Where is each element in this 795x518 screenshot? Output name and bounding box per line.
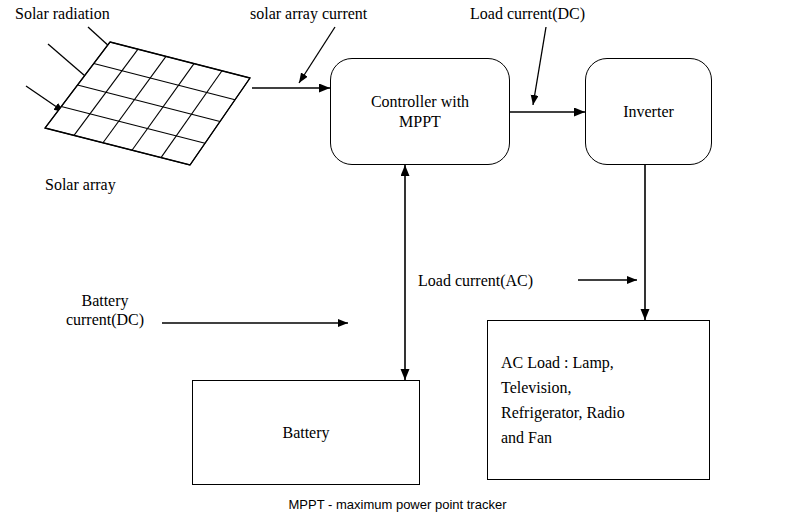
process-box: AC Load : Lamp, Television, Refrigerator… [487,320,710,480]
process-box: Inverter [585,58,712,165]
flow-arrow [510,111,585,113]
leader-arrow [533,27,546,105]
process-box: Battery [192,380,420,485]
solar-array: Solar array [40,38,252,170]
label-holder: Load current(AC) [418,271,533,290]
panel-outline [45,42,250,165]
node-caption: Solar array [45,175,116,194]
panel-grid-line [161,71,222,158]
node-label: Inverter [599,102,699,121]
label-holder: Solar radiation [15,4,110,23]
panel-grid-line [132,64,194,151]
annotation-label: Load current(AC) [418,271,533,290]
process-box: Controller with MPPT [330,58,510,165]
annotation-label: Load current(DC) [470,4,585,23]
panel-grid-line [103,56,166,142]
label-holder: Battery current(DC) [55,291,155,329]
node-label: Battery [216,423,396,442]
panel-grid-line [190,78,250,165]
flow-arrow [252,87,330,89]
node-label: AC Load : Lamp, Television, Refrigerator… [501,350,625,450]
panel-grid-line [74,49,138,135]
annotation-label: Solar radiation [15,4,110,23]
leader-arrow [162,322,348,323]
radiation-arrow [26,86,64,112]
panel-grid-line [45,42,110,128]
label-holder: solar array current [250,4,367,23]
node-label: Controller with MPPT [360,92,480,130]
annotation-label: Battery current(DC) [55,291,155,329]
flow-arrow [644,165,646,320]
label-holder: Load current(DC) [470,4,585,23]
caption-holder: MPPT - maximum power point tracker [0,497,795,513]
leader-arrow [578,279,637,280]
annotation-label: solar array current [250,4,367,23]
solar-panel-grid [40,38,252,170]
figure-caption: MPPT - maximum power point tracker [0,497,795,513]
flow-arrow [404,165,406,380]
